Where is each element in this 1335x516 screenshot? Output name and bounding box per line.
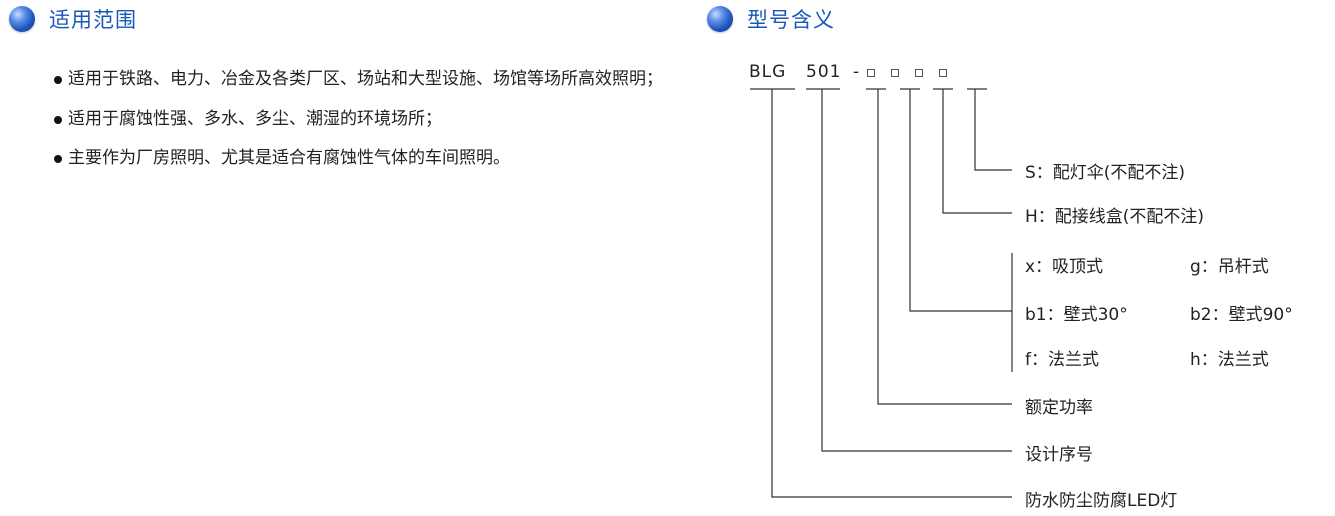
connector-product [771,89,1012,498]
scope-title: 适用范围 [49,8,137,32]
label-hh: h：法兰式 [1190,350,1269,370]
connector-serial [821,89,1012,452]
scope-header: 适用范围 [9,4,137,34]
code-dash: - [853,62,861,82]
connector-power [877,89,1012,405]
connector-s [974,89,1012,171]
blue-sphere-icon [707,6,733,32]
code-prefix: BLG [749,62,787,82]
label-product: 防水防尘防腐LED灯 [1025,491,1178,511]
label-b1: b1：壁式30° [1025,305,1128,325]
label-serial: 设计序号 [1025,445,1093,465]
scope-list: 适用于铁路、电力、冶金及各类厂区、场站和大型设施、场馆等场所高效照明； 适用于腐… [54,60,664,179]
label-g: g：吊杆式 [1190,257,1269,277]
scope-item-3: 主要作为厂房照明、尤其是适合有腐蚀性气体的车间照明。 [54,139,664,179]
scope-item-2: 适用于腐蚀性强、多水、多尘、潮湿的环境场所； [54,100,664,140]
scope-item-1: 适用于铁路、电力、冶金及各类厂区、场站和大型设施、场馆等场所高效照明； [54,60,664,100]
model-title: 型号含义 [747,8,835,32]
code-slot-mount [891,69,899,77]
connector-mount [909,89,1012,312]
code-slot-power [867,69,875,77]
blue-sphere-icon [9,6,35,32]
model-header: 型号含义 [707,4,835,34]
code-slot-s [939,69,947,77]
label-x: x：吸顶式 [1025,257,1104,277]
code-slot-h [915,69,923,77]
label-power: 额定功率 [1025,398,1093,418]
connector-h [942,89,1012,214]
label-h: H：配接线盒(不配不注) [1025,207,1205,227]
label-s: S：配灯伞(不配不注) [1025,163,1186,183]
code-series: 501 [806,62,842,82]
label-b2: b2：壁式90° [1190,305,1293,325]
label-f: f：法兰式 [1025,350,1099,370]
